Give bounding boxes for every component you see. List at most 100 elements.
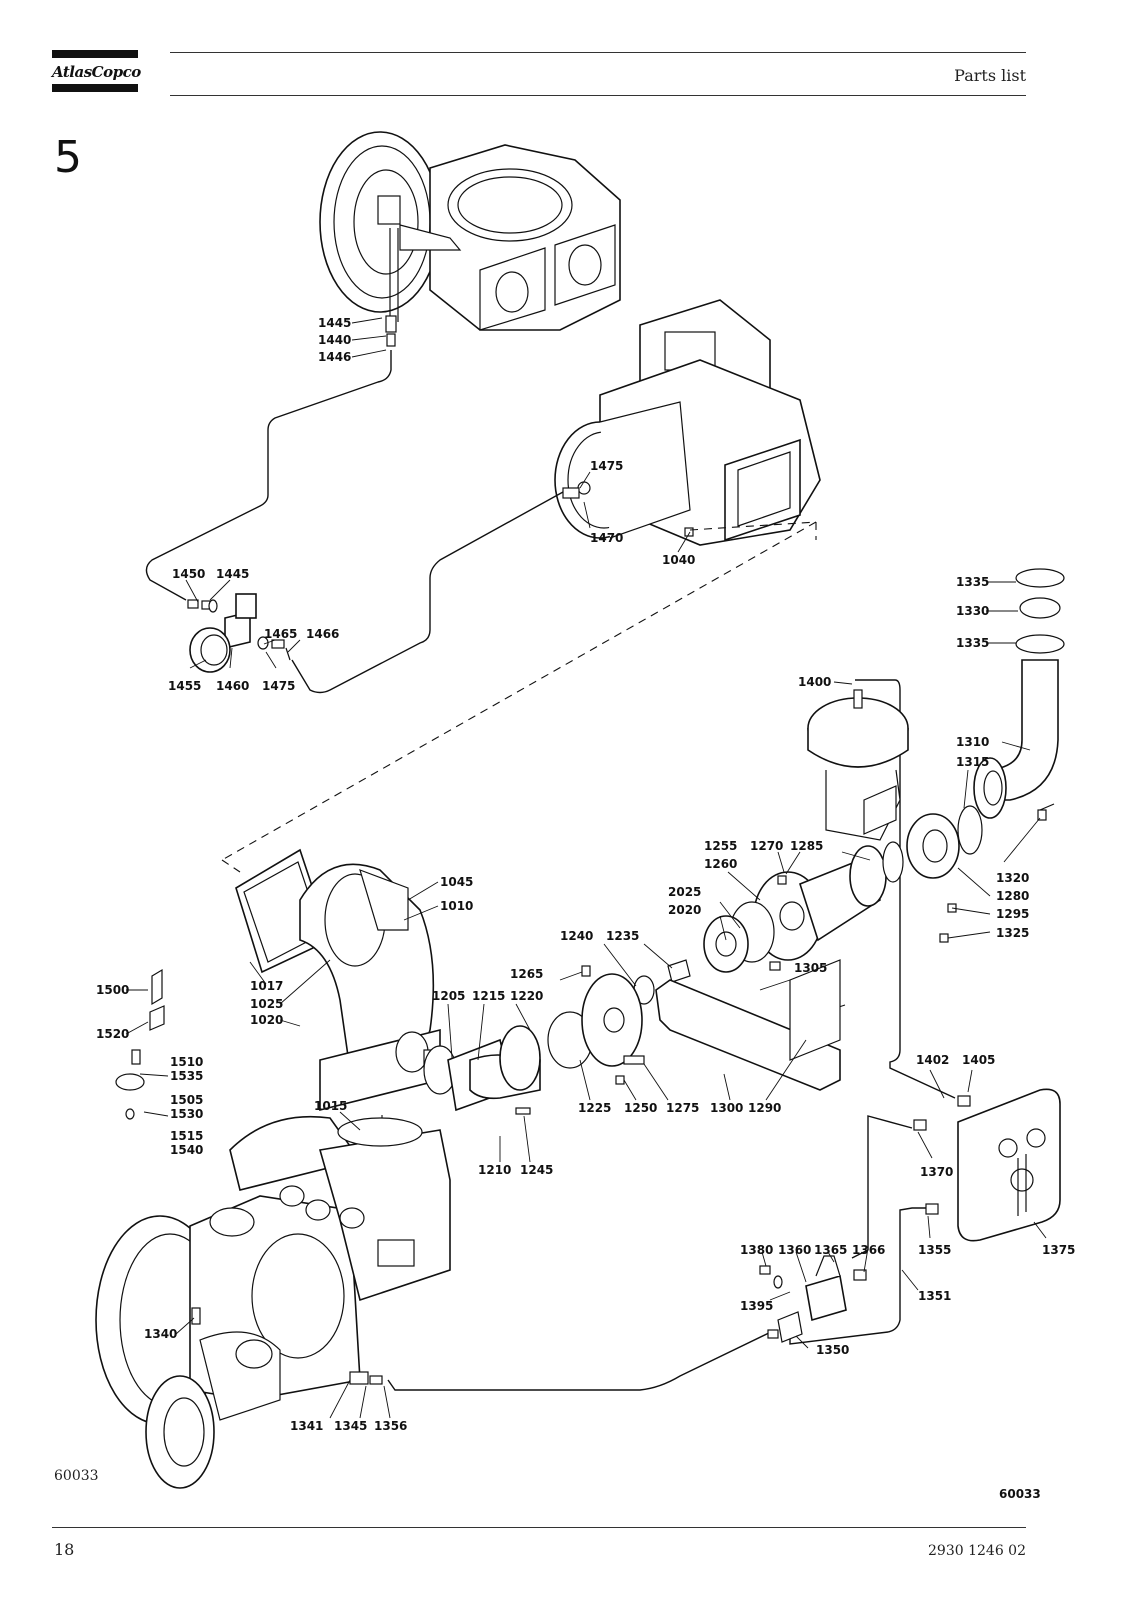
callout-1345: 1345 <box>334 1419 367 1433</box>
callout-1260: 1260 <box>704 857 737 871</box>
callout-1210: 1210 <box>478 1163 511 1177</box>
callout-1356: 1356 <box>374 1419 407 1433</box>
regulator-valve <box>759 1255 867 1343</box>
callout-1351: 1351 <box>918 1289 951 1303</box>
pressure-gauge-assembly <box>187 593 291 673</box>
callout-1510: 1510 <box>170 1055 203 1069</box>
header-rule-top <box>170 52 1026 53</box>
callout-1340: 1340 <box>144 1327 177 1341</box>
callout-1225: 1225 <box>578 1101 611 1115</box>
callout-1395: 1395 <box>740 1299 773 1313</box>
callout-1025: 1025 <box>250 997 283 1011</box>
callout-1235: 1235 <box>606 929 639 943</box>
callout-1320: 1320 <box>996 871 1029 885</box>
callout-1402: 1402 <box>916 1053 949 1067</box>
callout-1010: 1010 <box>440 899 473 913</box>
callout-1475: 1475 <box>262 679 295 693</box>
callout-1325: 1325 <box>996 926 1029 940</box>
callout-1045: 1045 <box>440 875 473 889</box>
callout-1280: 1280 <box>996 889 1029 903</box>
callout-1341: 1341 <box>290 1419 323 1433</box>
callout-1250: 1250 <box>624 1101 657 1115</box>
callout-1215: 1215 <box>472 989 505 1003</box>
section-number: 5 <box>54 132 82 183</box>
leader-lines <box>125 317 1047 1419</box>
callout-1270: 1270 <box>750 839 783 853</box>
callout-1446: 1446 <box>318 350 351 364</box>
blow-off-valve-actuator <box>807 689 909 841</box>
flanged-pipe-assembly <box>423 965 645 1115</box>
small-hardware <box>115 968 165 1120</box>
pipe-lines <box>145 350 956 1391</box>
compressor-element <box>554 299 821 546</box>
callout-1310: 1310 <box>956 735 989 749</box>
figure-code-right: 60033 <box>999 1487 1041 1501</box>
atlas-copco-logo: AtlasCopco <box>52 50 141 94</box>
callout-labels: 1445 1440 1446 1475 1470 1040 1450 1445 … <box>96 316 1075 1433</box>
callout-1015: 1015 <box>314 1099 347 1113</box>
logo-bar-bottom <box>52 84 138 92</box>
header-title: Parts list <box>954 66 1026 85</box>
support-bracket <box>655 959 841 1091</box>
callout-1335: 1335 <box>956 575 989 589</box>
logo-bar-top <box>52 50 138 58</box>
callout-1465: 1465 <box>264 627 297 641</box>
callout-1405: 1405 <box>962 1053 995 1067</box>
lower-gear-housing <box>95 1115 451 1489</box>
callout-2020: 2020 <box>668 903 701 917</box>
callout-1255: 1255 <box>704 839 737 853</box>
check-valve-assembly <box>615 805 1047 1011</box>
page-number: 18 <box>54 1540 75 1559</box>
callout-1445: 1445 <box>318 316 351 330</box>
callout-1240: 1240 <box>560 929 593 943</box>
callout-1475: 1475 <box>590 459 623 473</box>
callout-2025: 2025 <box>668 885 701 899</box>
callout-1305: 1305 <box>794 961 827 975</box>
callout-1355: 1355 <box>918 1243 951 1257</box>
callout-1460: 1460 <box>216 679 249 693</box>
callout-1450: 1450 <box>172 567 205 581</box>
callout-1220: 1220 <box>510 989 543 1003</box>
callout-1300: 1300 <box>710 1101 743 1115</box>
callout-1515: 1515 <box>170 1129 203 1143</box>
callout-1440: 1440 <box>318 333 351 347</box>
callout-1365: 1365 <box>814 1243 847 1257</box>
callout-1315: 1315 <box>956 755 989 769</box>
callout-1017: 1017 <box>250 979 283 993</box>
callout-1285: 1285 <box>790 839 823 853</box>
document-number: 2930 1246 02 <box>928 1543 1026 1559</box>
callout-1350: 1350 <box>816 1343 849 1357</box>
callout-1400: 1400 <box>798 675 831 689</box>
callout-1366: 1366 <box>852 1243 885 1257</box>
callout-1275: 1275 <box>666 1101 699 1115</box>
header-rule-bottom <box>170 95 1026 96</box>
callout-1520: 1520 <box>96 1027 129 1041</box>
callout-1535: 1535 <box>170 1069 203 1083</box>
silencer-unit <box>913 1088 1061 1242</box>
blow-off-pipe <box>973 568 1065 819</box>
figure-code-left: 60033 <box>54 1468 99 1484</box>
callout-1335: 1335 <box>956 636 989 650</box>
top-gear-housing <box>319 131 621 347</box>
callout-1505: 1505 <box>170 1093 203 1107</box>
callout-1530: 1530 <box>170 1107 203 1121</box>
callout-1295: 1295 <box>996 907 1029 921</box>
callout-1375: 1375 <box>1042 1243 1075 1257</box>
callout-1455: 1455 <box>168 679 201 693</box>
callout-1445: 1445 <box>216 567 249 581</box>
outlet-elbow <box>235 848 441 1112</box>
callout-1360: 1360 <box>778 1243 811 1257</box>
callout-1370: 1370 <box>920 1165 953 1179</box>
callout-1470: 1470 <box>590 531 623 545</box>
callout-1330: 1330 <box>956 604 989 618</box>
callout-1020: 1020 <box>250 1013 283 1027</box>
logo-wordmark: AtlasCopco <box>52 63 141 81</box>
callout-1040: 1040 <box>662 553 695 567</box>
callout-1290: 1290 <box>748 1101 781 1115</box>
callout-1245: 1245 <box>520 1163 553 1177</box>
callout-1265: 1265 <box>510 967 543 981</box>
callout-1380: 1380 <box>740 1243 773 1257</box>
callout-1500: 1500 <box>96 983 129 997</box>
